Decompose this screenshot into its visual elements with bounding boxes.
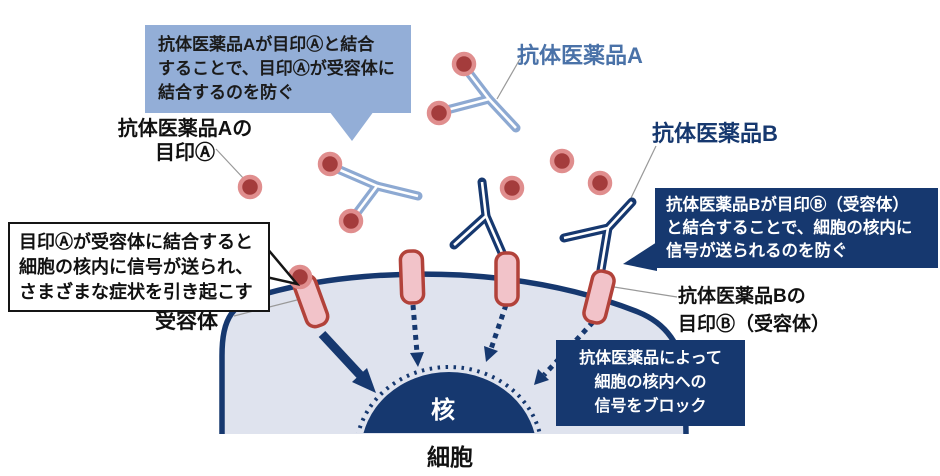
drug-b-callout-tail [623,242,657,271]
label-drug-b: 抗体医薬品B [652,121,778,146]
marker-a-circle [587,170,613,196]
signal-block-callout-line: 細胞の核内への [594,374,707,391]
marker-a-circle [237,174,263,200]
drug-b-callout-line: と結合することで、細胞の核内に [666,218,913,237]
leader-drug-a [496,58,521,100]
receptor-3 [494,251,520,307]
blocked-signal-arrow-3-head [534,369,549,385]
blocked-signal-arrow-1 [410,304,420,354]
label-target-b: 抗体医薬品Bの 目印Ⓑ（受容体） [678,283,830,338]
label-target-a-line1: 抗体医薬品Aの [117,118,253,140]
blocked-signal-arrow-3 [542,320,595,377]
marker-a-circle [451,51,477,77]
leader-drug-b [630,145,657,199]
symptom-callout-line: さまざまな症状を引き起こす [19,281,253,302]
leader-target-b [613,286,678,298]
cell-label: 細胞 [427,444,473,470]
marker-a-circle [549,148,575,174]
signal-arrow-solid [318,330,364,379]
antibody-a-1 [438,64,521,133]
blocked-signal-arrow-2 [488,304,509,350]
symptom-callout: 目印Ⓐが受容体に結合すると 細胞の核内に信号が送られ、 さまざまな症状を引き起こ… [8,222,270,313]
label-target-b-line1: 抗体医薬品Bの [678,286,806,307]
antibody-a-2 [328,162,423,223]
speech-bubble-drug-a-line: 抗体医薬品Aが目印Ⓐと結合 [158,35,375,54]
label-target-b-line2: 目印Ⓑ（受容体） [678,313,831,335]
symptom-callout-tail [264,243,301,287]
speech-bubble-drug-a-line: することで、目印Ⓐが受容体に [158,59,395,79]
receptor-4 [582,269,616,325]
label-target-a-line2: 目印Ⓐ [155,142,215,164]
signal-block-callout-line: 信号をブロック [594,398,707,415]
label-drug-a: 抗体医薬品A [517,43,643,68]
speech-bubble-drug-a-line: 結合するのを防ぐ [158,83,294,103]
antibody-b-2 [559,197,637,275]
nucleus-label: 核 [431,397,455,424]
speech-bubble-drug-a-tail [329,111,374,141]
receptor-2 [398,249,426,305]
blocked-signal-arrow-2-head [484,346,498,362]
marker-a-circle [426,100,452,126]
leader-target-a [215,148,246,181]
nucleus [363,372,535,433]
marker-a-circle [338,208,364,234]
signal-block-callout-line: 抗体医薬品によって [579,350,722,367]
drug-b-callout-line: 抗体医薬品Bが目印Ⓑ（受容体） [666,196,909,214]
signal-arrow-solid-head [352,368,376,393]
symptom-callout-line: 目印Ⓐが受容体に結合すると [19,232,253,252]
drug-b-callout: 抗体医薬品Bが目印Ⓑ（受容体） と結合することで、細胞の核内に 信号が送られるの… [655,188,938,269]
drug-b-callout-line: 信号が送られるのを防ぐ [666,241,848,260]
antibody-b-1 [449,177,508,260]
blocked-signal-arrow-1-head [410,352,424,367]
label-receptor: 受容体 [155,310,218,333]
label-target-a: 抗体医薬品Aの 目印Ⓐ [85,117,285,165]
marker-a-circle [499,175,525,201]
signal-block-callout: 抗体医薬品によって 細胞の核内への 信号をブロック [556,340,745,426]
speech-bubble-drug-a: 抗体医薬品Aが目印Ⓐと結合 することで、目印Ⓐが受容体に 結合するのを防ぐ [145,25,411,113]
symptom-callout-line: 細胞の核内に信号が送られ、 [19,256,254,277]
marker-a-circle [317,151,343,177]
